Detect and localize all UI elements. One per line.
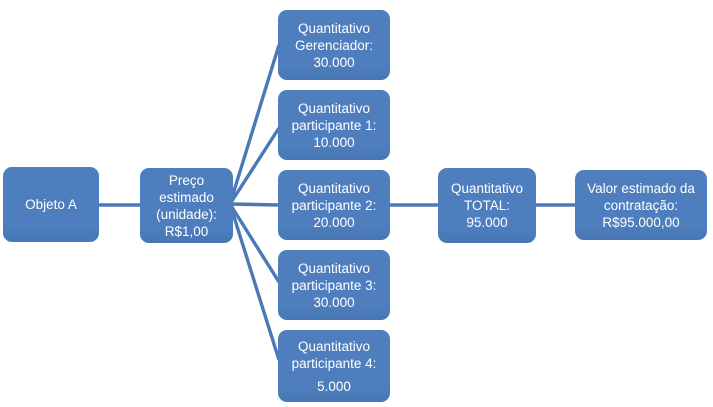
edge-preco-participante-4 (228, 203, 281, 361)
node-value: 5.000 (317, 378, 351, 394)
node-preco-estimado[interactable]: Preço estimado (unidade): R$1,00 (140, 168, 233, 243)
node-value: R$95.000,00 (602, 214, 680, 230)
node-value: 10.000 (313, 134, 355, 150)
node-value: 30.000 (313, 54, 355, 70)
node-label-line: Preço (168, 172, 205, 188)
node-label-line: Quantitativo (297, 338, 371, 354)
node-label-line: participante 4: (291, 355, 377, 371)
node-value: 30.000 (313, 294, 355, 310)
node-label-line: Valor estimado da (587, 180, 695, 196)
edge-preco-participante-3 (228, 203, 281, 283)
node-valor-estimado[interactable]: Valor estimado da contratação: R$95.000,… (575, 170, 707, 240)
node-value: 95.000 (466, 215, 508, 230)
node-quantitativo-participante-2[interactable]: Quantitativo participante 2: 20.000 (278, 170, 390, 240)
node-label-line: Quantitativo (297, 180, 371, 196)
node-value: 20.000 (313, 214, 355, 230)
node-quantitativo-participante-3[interactable]: Quantitativo participante 3: 30.000 (278, 250, 390, 320)
node-label-line: Quantitativo (450, 181, 524, 196)
edge-preco-gerenciador (228, 44, 281, 205)
node-label-line: Quantitativo (297, 260, 371, 276)
node-label-line: (unidade): (156, 206, 217, 222)
node-quantitativo-participante-4[interactable]: Quantitativo participante 4: 5.000 (278, 330, 390, 402)
node-label-line: Quantitativo (297, 20, 371, 36)
node-label-line: Gerenciador: (294, 37, 374, 53)
node-quantitativo-total[interactable]: Quantitativo TOTAL: 95.000 (438, 168, 536, 243)
node-label-line: Quantitativo (297, 100, 371, 116)
node-label-line: participante 2: (291, 197, 377, 213)
node-label-line: participante 3: (291, 277, 377, 293)
node-objeto-a[interactable]: Objeto A (3, 167, 99, 242)
node-quantitativo-participante-1[interactable]: Quantitativo participante 1: 10.000 (278, 90, 390, 160)
node-label-line: R$1,00 (164, 223, 209, 239)
edge-preco-participante-1 (228, 127, 281, 205)
edge-preco-participante-2 (229, 202, 280, 207)
node-label-line: Objeto A (25, 197, 77, 212)
node-label-line: estimado (159, 189, 214, 205)
node-quantitativo-gerenciador[interactable]: Quantitativo Gerenciador: 30.000 (278, 10, 390, 80)
node-label-line: participante 1: (291, 117, 377, 133)
node-label-line: TOTAL: (463, 198, 510, 213)
node-label-line: contratação: (603, 197, 679, 213)
